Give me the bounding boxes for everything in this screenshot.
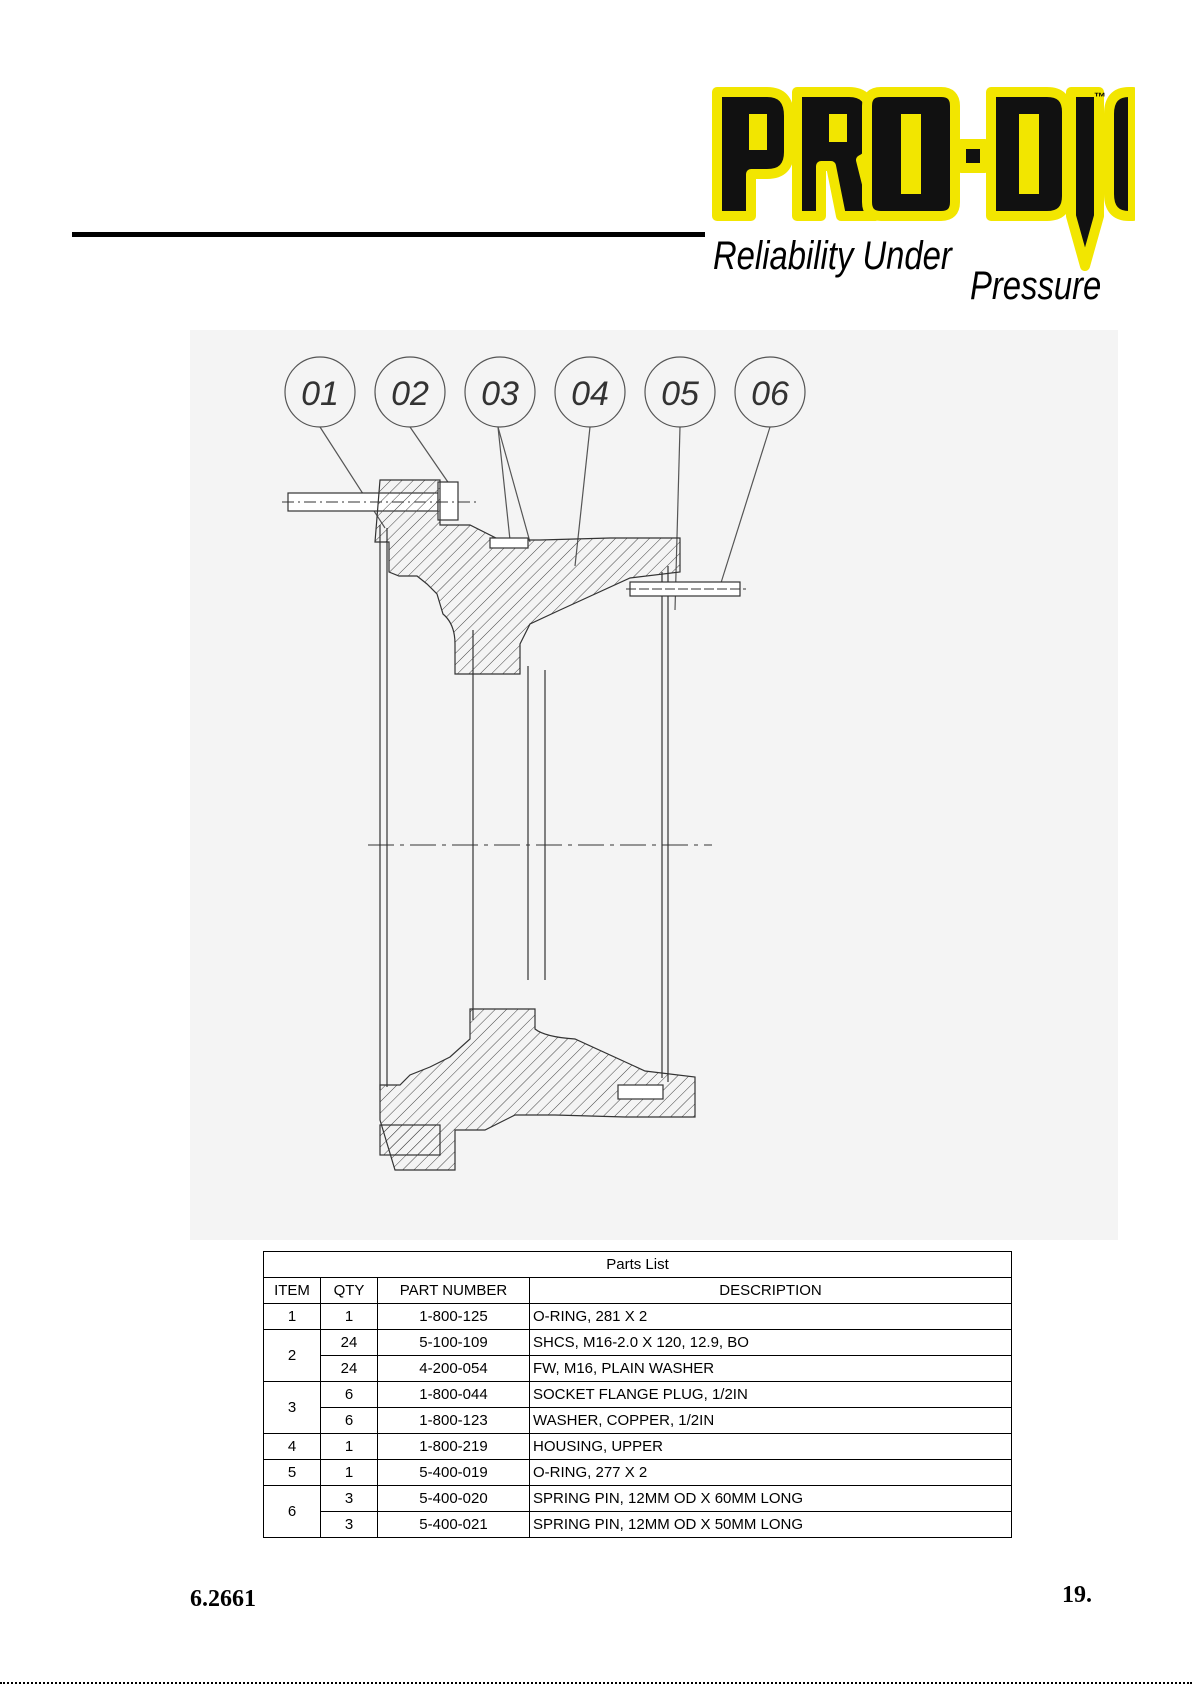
- pro-dig-logo: [705, 84, 1135, 314]
- balloon-label-02: 02: [391, 375, 429, 413]
- logo-tagline-line2: Pressure: [970, 264, 1102, 308]
- table-row: 1 1 1-800-125 O-RING, 281 X 2: [263, 1303, 1012, 1330]
- header-description: DESCRIPTION: [529, 1277, 1012, 1304]
- table-row: 5 1 5-400-019 O-RING, 277 X 2: [263, 1459, 1012, 1486]
- description-cell: SPRING PIN, 12MM OD X 50MM LONG: [529, 1511, 1012, 1538]
- trademark-symbol: ™: [1094, 90, 1106, 104]
- part-number-cell: 1-800-044: [377, 1381, 530, 1408]
- header-item: ITEM: [263, 1277, 321, 1304]
- item-cell: 3: [263, 1381, 321, 1434]
- header-rule: [72, 232, 705, 237]
- part-number-cell: 5-100-109: [377, 1329, 530, 1356]
- qty-cell: 6: [320, 1407, 378, 1434]
- part-number-cell: 5-400-021: [377, 1511, 530, 1538]
- footer-section-number: 6.2661: [190, 1586, 256, 1612]
- header-qty: QTY: [320, 1277, 378, 1304]
- footer-page-number: 19.: [1062, 1582, 1092, 1608]
- part-number-cell: 1-800-125: [377, 1303, 530, 1330]
- assembly-drawing: 01 02 03 04 05 06: [190, 330, 1118, 1240]
- balloon-label-01: 01: [301, 375, 339, 413]
- table-row: 6 1-800-123 WASHER, COPPER, 1/2IN: [264, 1407, 1012, 1434]
- table-row: 24 4-200-054 FW, M16, PLAIN WASHER: [264, 1355, 1012, 1382]
- table-row: 2 24 5-100-109 SHCS, M16-2.0 X 120, 12.9…: [263, 1329, 1012, 1382]
- description-cell: HOUSING, UPPER: [529, 1433, 1012, 1460]
- description-cell: FW, M16, PLAIN WASHER: [529, 1355, 1012, 1382]
- qty-cell: 1: [320, 1433, 378, 1460]
- qty-cell: 24: [320, 1329, 378, 1356]
- balloon-03: [464, 356, 536, 428]
- qty-cell: 3: [320, 1485, 378, 1512]
- balloon-label-06: 06: [751, 375, 789, 413]
- part-number-cell: 5-400-020: [377, 1485, 530, 1512]
- qty-cell: 6: [320, 1381, 378, 1408]
- qty-cell: 24: [320, 1355, 378, 1382]
- item-cell: 1: [263, 1303, 321, 1330]
- description-cell: SHCS, M16-2.0 X 120, 12.9, BO: [529, 1329, 1012, 1356]
- bottom-dotted-rule: [0, 1682, 1192, 1684]
- qty-cell: 3: [320, 1511, 378, 1538]
- table-row: 4 1 1-800-219 HOUSING, UPPER: [263, 1433, 1012, 1460]
- balloon-label-03: 03: [481, 375, 519, 413]
- parts-list-title: Parts List: [263, 1251, 1012, 1278]
- qty-cell: 1: [320, 1303, 378, 1330]
- item-cell: 4: [263, 1433, 321, 1460]
- part-number-cell: 4-200-054: [377, 1355, 530, 1382]
- item-cell: 6: [263, 1485, 321, 1538]
- part-number-cell: 1-800-123: [377, 1407, 530, 1434]
- part-number-cell: 1-800-219: [377, 1433, 530, 1460]
- logo-tagline-line1: Reliability Under: [713, 234, 952, 278]
- description-cell: SPRING PIN, 12MM OD X 60MM LONG: [529, 1485, 1012, 1512]
- balloon-label-04: 04: [571, 375, 609, 413]
- item-cell: 2: [263, 1329, 321, 1382]
- description-cell: WASHER, COPPER, 1/2IN: [529, 1407, 1012, 1434]
- header-part-number: PART NUMBER: [377, 1277, 530, 1304]
- description-cell: SOCKET FLANGE PLUG, 1/2IN: [529, 1381, 1012, 1408]
- qty-cell: 1: [320, 1459, 378, 1486]
- table-header-row: ITEM QTY PART NUMBER DESCRIPTION: [263, 1277, 1012, 1304]
- table-row: 3 6 1-800-044 SOCKET FLANGE PLUG, 1/2IN: [263, 1381, 1012, 1434]
- part-number-cell: 5-400-019: [377, 1459, 530, 1486]
- table-row: 3 5-400-021 SPRING PIN, 12MM OD X 50MM L…: [264, 1511, 1012, 1538]
- balloon-label-05: 05: [661, 375, 699, 413]
- item-cell: 5: [263, 1459, 321, 1486]
- table-row: 6 3 5-400-020 SPRING PIN, 12MM OD X 60MM…: [263, 1485, 1012, 1538]
- description-cell: O-RING, 281 X 2: [529, 1303, 1012, 1330]
- parts-list-table: Parts List ITEM QTY PART NUMBER DESCRIPT…: [263, 1251, 1012, 1538]
- description-cell: O-RING, 277 X 2: [529, 1459, 1012, 1486]
